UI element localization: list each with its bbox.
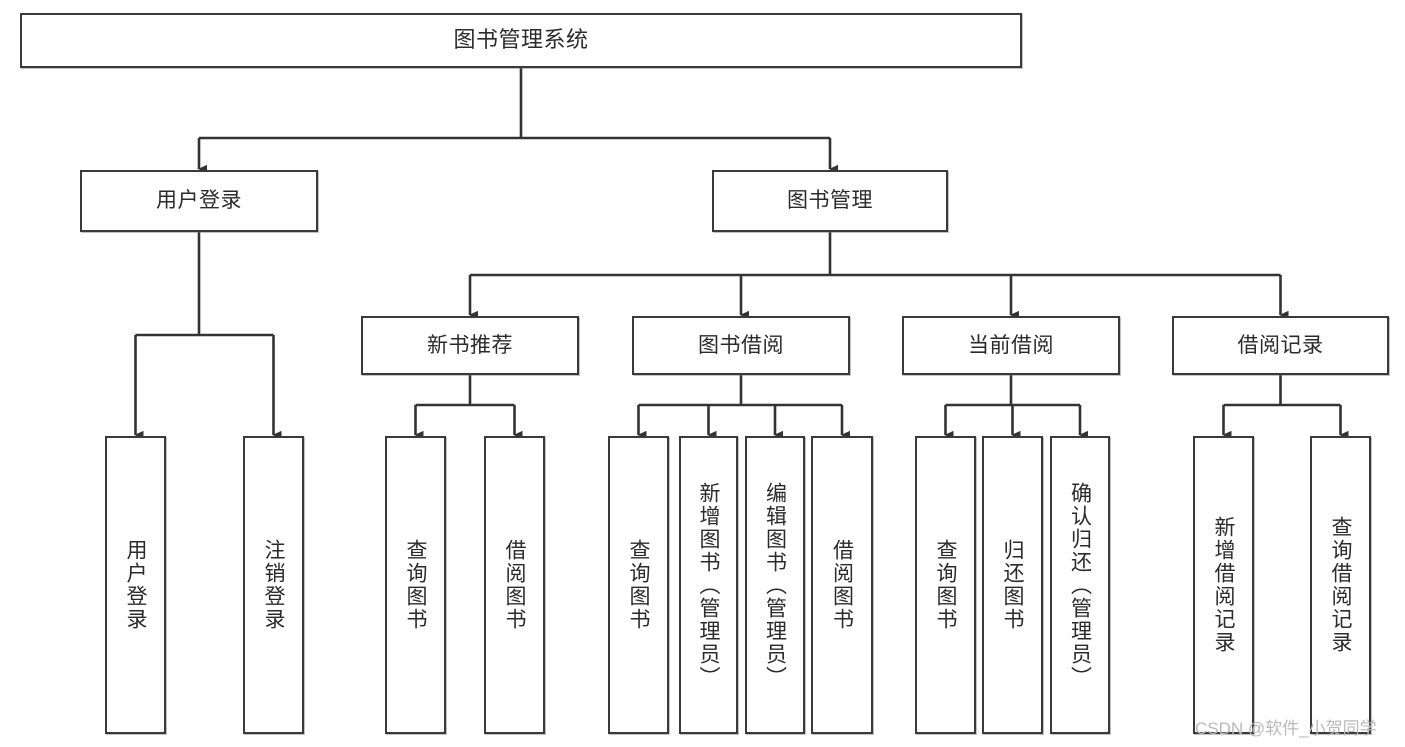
node-label: 确认归还（管理员） bbox=[1068, 481, 1092, 689]
node-label: 新增图书（管理员） bbox=[697, 481, 720, 689]
node-l_logout[interactable]: 注销登录 bbox=[243, 436, 304, 734]
node-label: 编辑图书（管理员） bbox=[763, 481, 787, 689]
edge-path-group bbox=[134, 68, 1349, 440]
node-l_re_add[interactable]: 新增借阅记录 bbox=[1193, 436, 1254, 734]
node-records[interactable]: 借阅记录 bbox=[1172, 316, 1389, 375]
node-label: 借阅记录 bbox=[1237, 333, 1324, 357]
node-label: 新增借阅记录 bbox=[1212, 516, 1235, 654]
node-current[interactable]: 当前借阅 bbox=[902, 316, 1120, 375]
node-label: 图书借阅 bbox=[698, 333, 784, 357]
node-l_bo_query[interactable]: 查询图书 bbox=[608, 436, 669, 734]
node-label: 用户登录 bbox=[124, 539, 147, 631]
node-l_cu_return[interactable]: 归还图书 bbox=[982, 436, 1043, 734]
node-label: 当前借阅 bbox=[968, 333, 1054, 357]
node-bookmgmt[interactable]: 图书管理 bbox=[712, 170, 948, 232]
node-label: 查询图书 bbox=[404, 539, 427, 631]
node-l_nb_borrow[interactable]: 借阅图书 bbox=[484, 436, 545, 734]
node-label: 图书管理系统 bbox=[453, 27, 589, 53]
node-label: 注销登录 bbox=[262, 539, 285, 631]
node-l_bo_add[interactable]: 新增图书（管理员） bbox=[679, 436, 738, 734]
node-l_re_query[interactable]: 查询借阅记录 bbox=[1310, 436, 1371, 734]
node-label: 查询图书 bbox=[627, 539, 650, 631]
node-l_nb_query[interactable]: 查询图书 bbox=[385, 436, 446, 734]
node-l_cu_confirm[interactable]: 确认归还（管理员） bbox=[1050, 436, 1110, 734]
node-borrow[interactable]: 图书借阅 bbox=[632, 316, 850, 375]
csdn-watermark: CSDN @软件_小贺同学 bbox=[1195, 719, 1377, 738]
node-label: 借阅图书 bbox=[503, 539, 526, 631]
node-label: 借阅图书 bbox=[830, 539, 854, 631]
node-l_bo_borrow[interactable]: 借阅图书 bbox=[811, 436, 873, 734]
node-newbooks[interactable]: 新书推荐 bbox=[361, 316, 579, 375]
node-label: 查询借阅记录 bbox=[1329, 516, 1352, 654]
node-label: 新书推荐 bbox=[427, 333, 513, 357]
node-login[interactable]: 用户登录 bbox=[80, 170, 318, 232]
node-label: 归还图书 bbox=[1001, 539, 1024, 631]
node-l_cu_query[interactable]: 查询图书 bbox=[915, 436, 976, 734]
node-l_userlogin[interactable]: 用户登录 bbox=[105, 436, 166, 734]
node-root[interactable]: 图书管理系统 bbox=[20, 13, 1022, 68]
node-label: 用户登录 bbox=[156, 189, 242, 213]
node-label: 查询图书 bbox=[934, 539, 957, 631]
node-label: 图书管理 bbox=[787, 189, 873, 213]
node-l_bo_edit[interactable]: 编辑图书（管理员） bbox=[745, 436, 805, 734]
